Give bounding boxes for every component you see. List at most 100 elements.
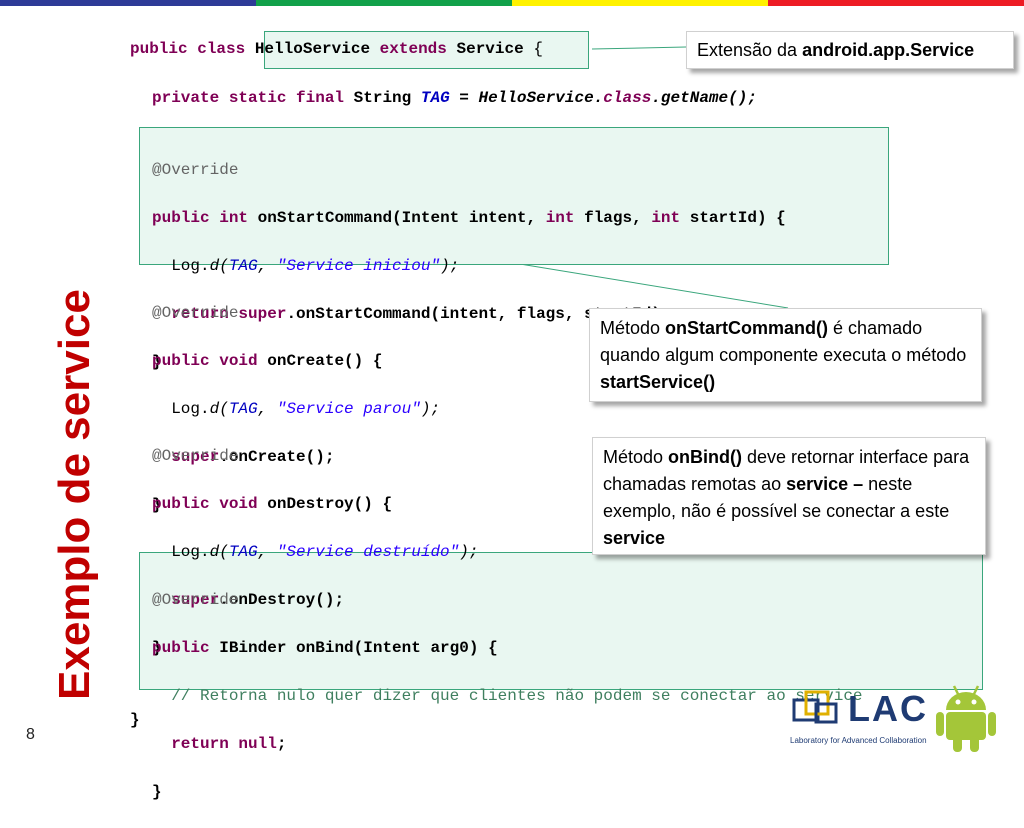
log-prefix: Log. [171, 257, 210, 275]
kw-public: public [152, 639, 210, 657]
annotation-override: @Override [152, 588, 863, 612]
class-name: HelloService [254, 40, 371, 58]
kw-return: return [171, 305, 229, 323]
lac-logo: LAC Laboratory for Advanced Collaboratio… [790, 688, 930, 750]
code-tag-line: private static final String TAG = HelloS… [152, 86, 757, 110]
code-comment: // Retorna nulo quer dizer que clientes … [171, 687, 863, 705]
callout-text: Método [603, 447, 669, 467]
callout-text: Extensão da [697, 40, 803, 60]
callout-text: neste exemplo, não é possível se conecta… [603, 474, 950, 521]
sig-part: onCreate() { [267, 352, 383, 370]
log-end: ); [459, 543, 479, 561]
destroy-close: } [152, 636, 478, 660]
log-comma: , [257, 257, 277, 275]
tag-assign: = HelloService. [449, 89, 604, 107]
log-string: "Service destruído" [276, 543, 460, 561]
kw-public: public [152, 209, 210, 227]
close-brace: } [152, 353, 162, 371]
destroy-signature: public void onDestroy() { [152, 492, 478, 516]
log-tag: TAG [228, 257, 258, 275]
annotation-text: @Override [152, 304, 239, 322]
bind-return: return null; [152, 732, 863, 756]
log-tag: TAG [228, 400, 258, 418]
connector-extends [591, 46, 687, 50]
code-onbind: @Override public IBinder onBind(Intent a… [152, 564, 863, 828]
close-brace: } [152, 783, 162, 801]
annotation-override: @Override [152, 444, 478, 468]
kw-super: super [171, 591, 220, 609]
log-end: ); [440, 257, 460, 275]
log-tag: TAG [228, 543, 258, 561]
open-brace: { [533, 40, 543, 58]
kw-int: int [545, 209, 575, 227]
destroy-super: super.onDestroy(); [152, 588, 478, 612]
tag-tail: .getName(); [651, 89, 757, 107]
callout-bold: startService() [600, 372, 716, 392]
kw-return: return [171, 735, 229, 753]
top-color-bar [0, 0, 1024, 6]
annotation-override: @Override [152, 301, 440, 325]
bar-blue [0, 0, 256, 6]
log-comma: , [257, 400, 277, 418]
annotation-text: @Override [152, 161, 239, 179]
create-super: super.onCreate(); [152, 445, 440, 469]
callout-onstartcommand: Método onStartCommand() é chamado quando… [589, 308, 982, 402]
type-string: String [353, 89, 412, 107]
callout-bold: service [603, 528, 666, 548]
start-close: } [152, 350, 786, 374]
destroy-log: Log.d(TAG, "Service destruído"); [152, 540, 478, 564]
create-close: } [152, 493, 440, 517]
callout-bold: onBind() [668, 447, 743, 467]
kw-void: void [219, 352, 258, 370]
semicolon: ; [276, 735, 287, 753]
log-string: "Service iniciou" [276, 257, 441, 275]
code-class-declaration: public class HelloService extends Servic… [130, 37, 543, 61]
kw-super: super [238, 305, 287, 323]
lac-mark-icon [792, 690, 838, 724]
kw-void: void [219, 495, 258, 513]
start-log: Log.d(TAG, "Service iniciou"); [152, 254, 786, 278]
code-oncreate: @Override public void onCreate() { Log.d… [152, 277, 440, 541]
base-class: Service [456, 40, 524, 58]
super-call: .onCreate(); [219, 448, 335, 466]
log-comma: , [257, 543, 277, 561]
log-fn: d( [209, 543, 229, 561]
page-number: 8 [26, 726, 35, 743]
kw-private-static-final: private static final [152, 89, 345, 107]
class-name-highlight [264, 31, 589, 69]
field-tag: TAG [420, 89, 450, 107]
bind-comment: // Retorna nulo quer dizer que clientes … [152, 684, 863, 708]
annotation-override: @Override [152, 158, 786, 182]
lac-text: LAC [848, 688, 928, 729]
callout-text: é chamado quando algum componente execut… [600, 318, 967, 365]
code-final-close: } [130, 708, 140, 732]
sig-part: IBinder onBind(Intent arg0) { [219, 639, 498, 657]
callout-onbind: Método onBind() deve retornar interface … [592, 437, 986, 555]
callout-text: deve retornar interface para chamadas re… [603, 447, 970, 494]
kw-extends: extends [379, 40, 447, 58]
annotation-text: @Override [152, 591, 239, 609]
kw-class: class [603, 89, 652, 107]
close-brace: } [152, 639, 162, 657]
sig-part: onStartCommand(Intent intent, [257, 209, 546, 227]
start-signature: public int onStartCommand(Intent intent,… [152, 206, 786, 230]
kw-int: int [219, 209, 249, 227]
log-prefix: Log. [171, 543, 210, 561]
bar-yellow [512, 0, 768, 6]
close-brace: } [152, 496, 162, 514]
bar-red [768, 0, 1024, 6]
callout-bold: android.app.Service [802, 40, 975, 60]
android-robot-icon [936, 685, 996, 752]
kw-null: null [238, 735, 277, 753]
create-signature: public void onCreate() { [152, 349, 440, 373]
callout-bold: onStartCommand() [665, 318, 829, 338]
log-string: "Service parou" [276, 400, 421, 418]
code-ondestroy: @Override public void onDestroy() { Log.… [152, 420, 478, 684]
lac-caption: Laboratory for Advanced Collaboration [790, 736, 927, 745]
bind-close: } [152, 780, 863, 804]
onstartcommand-box [139, 127, 889, 265]
log-end: ); [420, 400, 441, 418]
callout-bold: service – [786, 474, 864, 494]
onbind-box [139, 552, 983, 690]
log-prefix: Log. [171, 400, 210, 418]
